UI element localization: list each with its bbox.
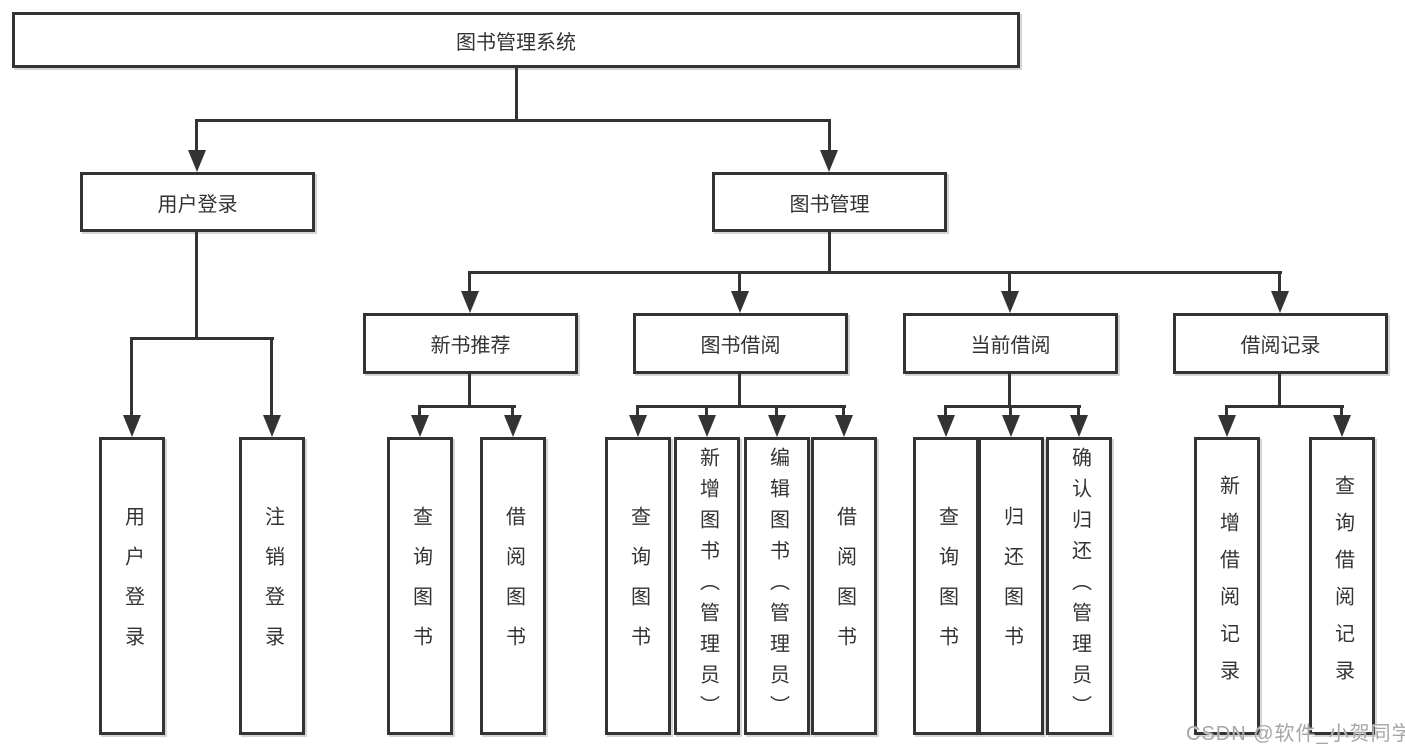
connector-line: [418, 405, 516, 408]
connector-line: [1077, 405, 1080, 421]
arrowhead-down: [1218, 415, 1236, 437]
node-label: 用户登录: [157, 193, 238, 216]
connector-line: [468, 271, 1282, 274]
leaf-label: 查询图书: [935, 506, 958, 666]
node-book-borrowing: 图书借阅: [633, 313, 848, 374]
node-book-management: 图书管理: [712, 172, 947, 232]
connector-line: [842, 405, 845, 421]
arrowhead-down: [504, 415, 522, 437]
leaf-label: 查询图书: [409, 506, 432, 666]
connector-line: [705, 405, 708, 421]
node-user-login: 用户登录: [80, 172, 315, 232]
arrowhead-down: [731, 291, 749, 313]
node-label: 图书管理系统: [456, 31, 576, 54]
leaf-cb-return-book: 归还图书: [978, 437, 1044, 735]
leaf-bb-borrow-book: 借阅图书: [811, 437, 877, 735]
node-label: 图书借阅: [700, 335, 781, 357]
connector-line: [270, 337, 273, 420]
connector-line: [1008, 374, 1011, 407]
connector-line: [1278, 271, 1281, 298]
leaf-label: 确认归还（管理员）: [1068, 446, 1091, 726]
leaf-label: 编辑图书（管理员）: [766, 446, 789, 726]
leaf-label: 借阅图书: [502, 506, 525, 666]
leaf-bb-add-book-admin: 新增图书（管理员）: [674, 437, 740, 735]
connector-line: [130, 337, 274, 340]
leaf-bb-query-book: 查询图书: [605, 437, 671, 735]
connector-line: [636, 405, 639, 421]
node-borrowing-records: 借阅记录: [1173, 313, 1388, 374]
arrowhead-down: [123, 415, 141, 437]
leaf-rec-query-book: 查询图书: [387, 437, 453, 735]
leaf-logout: 注销登录: [239, 437, 305, 735]
connector-line: [944, 405, 1081, 408]
connector-line: [636, 405, 846, 408]
arrowhead-down: [1070, 415, 1088, 437]
arrowhead-down: [1271, 291, 1289, 313]
node-label: 图书管理: [789, 193, 870, 216]
arrowhead-down: [698, 415, 716, 437]
connector-line: [195, 119, 831, 122]
leaf-label: 查询图书: [627, 506, 650, 666]
arrowhead-down: [937, 415, 955, 437]
arrowhead-down: [835, 415, 853, 437]
node-new-book-recommend: 新书推荐: [363, 313, 578, 374]
leaf-label: 归还图书: [1000, 506, 1023, 666]
leaf-label: 注销登录: [261, 506, 284, 666]
connector-line: [1008, 271, 1011, 298]
connector-line: [738, 271, 741, 298]
connector-line: [195, 119, 198, 155]
connector-line: [1225, 405, 1228, 421]
connector-line: [515, 68, 518, 121]
connector-line: [1009, 405, 1012, 421]
leaf-br-query-record: 查询借阅记录: [1309, 437, 1375, 735]
leaf-cb-query-book: 查询图书: [913, 437, 979, 735]
leaf-label: 新增图书（管理员）: [696, 446, 719, 726]
node-current-borrowing: 当前借阅: [903, 313, 1118, 374]
node-root-library-system: 图书管理系统: [12, 12, 1020, 68]
node-label: 当前借阅: [970, 335, 1051, 357]
leaf-bb-edit-book-admin: 编辑图书（管理员）: [744, 437, 810, 735]
connector-line: [1225, 405, 1344, 408]
arrowhead-down: [411, 415, 429, 437]
connector-line: [1278, 374, 1281, 407]
leaf-label: 借阅图书: [833, 506, 856, 666]
connector-line: [468, 271, 471, 298]
node-label: 新书推荐: [430, 335, 511, 357]
leaf-label: 查询借阅记录: [1331, 475, 1354, 697]
leaf-rec-borrow-book: 借阅图书: [480, 437, 546, 735]
leaf-label: 用户登录: [121, 506, 144, 666]
connector-line: [775, 405, 778, 421]
arrowhead-down: [1001, 291, 1019, 313]
connector-line: [738, 374, 741, 407]
leaf-label: 新增借阅记录: [1216, 475, 1239, 697]
leaf-cb-confirm-return-admin: 确认归还（管理员）: [1046, 437, 1112, 735]
node-label: 借阅记录: [1240, 335, 1321, 357]
connector-line: [1340, 405, 1343, 421]
arrowhead-down: [629, 415, 647, 437]
arrowhead-down: [188, 150, 206, 172]
connector-line: [828, 232, 831, 273]
arrowhead-down: [263, 415, 281, 437]
connector-line: [130, 337, 133, 420]
connector-line: [511, 405, 514, 421]
arrowhead-down: [461, 291, 479, 313]
arrowhead-down: [1333, 415, 1351, 437]
connector-line: [944, 405, 947, 421]
connector-line: [418, 405, 421, 421]
leaf-user-login: 用户登录: [99, 437, 165, 735]
connector-line: [468, 374, 471, 407]
arrowhead-down: [1002, 415, 1020, 437]
connector-line: [828, 119, 831, 155]
arrowhead-down: [820, 150, 838, 172]
connector-line: [195, 232, 198, 338]
arrowhead-down: [768, 415, 786, 437]
leaf-br-add-record: 新增借阅记录: [1194, 437, 1260, 735]
